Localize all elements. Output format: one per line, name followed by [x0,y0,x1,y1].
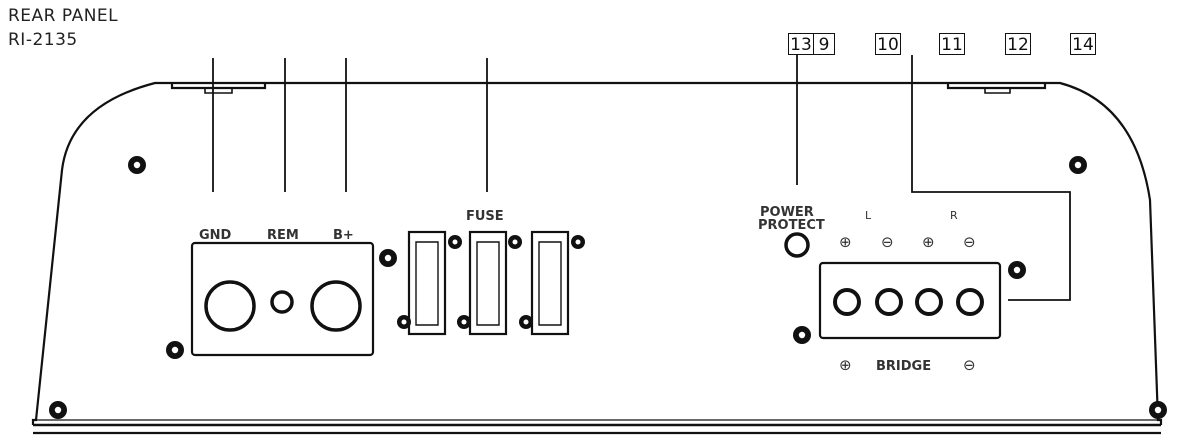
l-plus-symbol: ⊕ [839,233,852,251]
power-terminal-block [190,241,375,357]
bridge-label: BRIDGE [876,359,931,374]
l-minus-symbol: ⊖ [881,233,894,251]
caption-model: RI-2135 [8,30,78,50]
right-channel-label: R [950,209,958,222]
bplus-terminal [310,280,362,332]
protect-label: PROTECT [758,218,825,233]
rem-label: REM [267,228,299,243]
callout-11: 11 [939,33,965,55]
speaker-terminal-block [818,261,1002,340]
gnd-terminal [204,280,256,332]
fuse-3 [530,230,570,336]
power-protect-led [784,232,810,258]
r-plus-symbol: ⊕ [922,233,935,251]
power-label: POWER [760,205,814,220]
fuse-2 [468,230,508,336]
speaker-terminal-l-plus [833,288,861,316]
clip-left [170,83,267,90]
r-minus-symbol: ⊖ [963,233,976,251]
rem-terminal [270,290,294,314]
fuse-label: FUSE [466,209,504,224]
speaker-terminal-r-plus [915,288,943,316]
fuse-1 [407,230,447,336]
left-channel-label: L [865,209,872,222]
callout-10: 10 [875,33,901,55]
speaker-terminal-l-minus [875,288,903,316]
callout-14: 14 [1070,33,1096,55]
clip-right [946,83,1047,90]
speaker-terminal-r-minus [956,288,984,316]
panel-outline [31,81,1163,425]
bridge-plus-symbol: ⊕ [839,356,852,374]
caption-title: REAR PANEL [8,6,119,26]
callout-12: 12 [1005,33,1031,55]
gnd-label: GND [199,228,232,243]
callout-9: 9 [813,33,835,55]
bplus-label: B+ [333,228,354,243]
bridge-minus-symbol: ⊖ [963,356,976,374]
